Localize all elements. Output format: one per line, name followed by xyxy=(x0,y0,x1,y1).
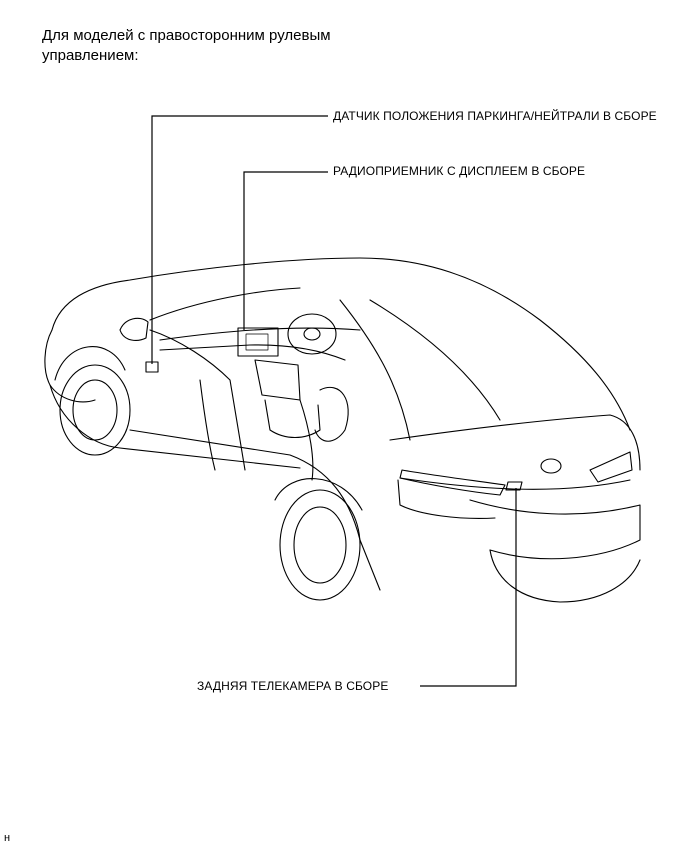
callout-radio-display: РАДИОПРИЕМНИК С ДИСПЛЕЕМ В СБОРЕ xyxy=(333,164,586,178)
leader-radio-display xyxy=(243,171,328,330)
corner-mark: н xyxy=(4,832,11,844)
leader-lines xyxy=(151,115,517,687)
leader-park-neutral-sensor xyxy=(151,115,328,364)
callout-park-neutral-sensor: ДАТЧИК ПОЛОЖЕНИЯ ПАРКИНГА/НЕЙТРАЛИ В СБО… xyxy=(333,109,657,123)
car-outline xyxy=(44,257,641,603)
diagram-heading: Для моделей с правосторонним рулевым упр… xyxy=(42,27,331,64)
leader-rear-camera xyxy=(420,488,517,687)
callout-rear-camera: ЗАДНЯЯ ТЕЛЕКАМЕРА В СБОРЕ xyxy=(197,679,389,693)
